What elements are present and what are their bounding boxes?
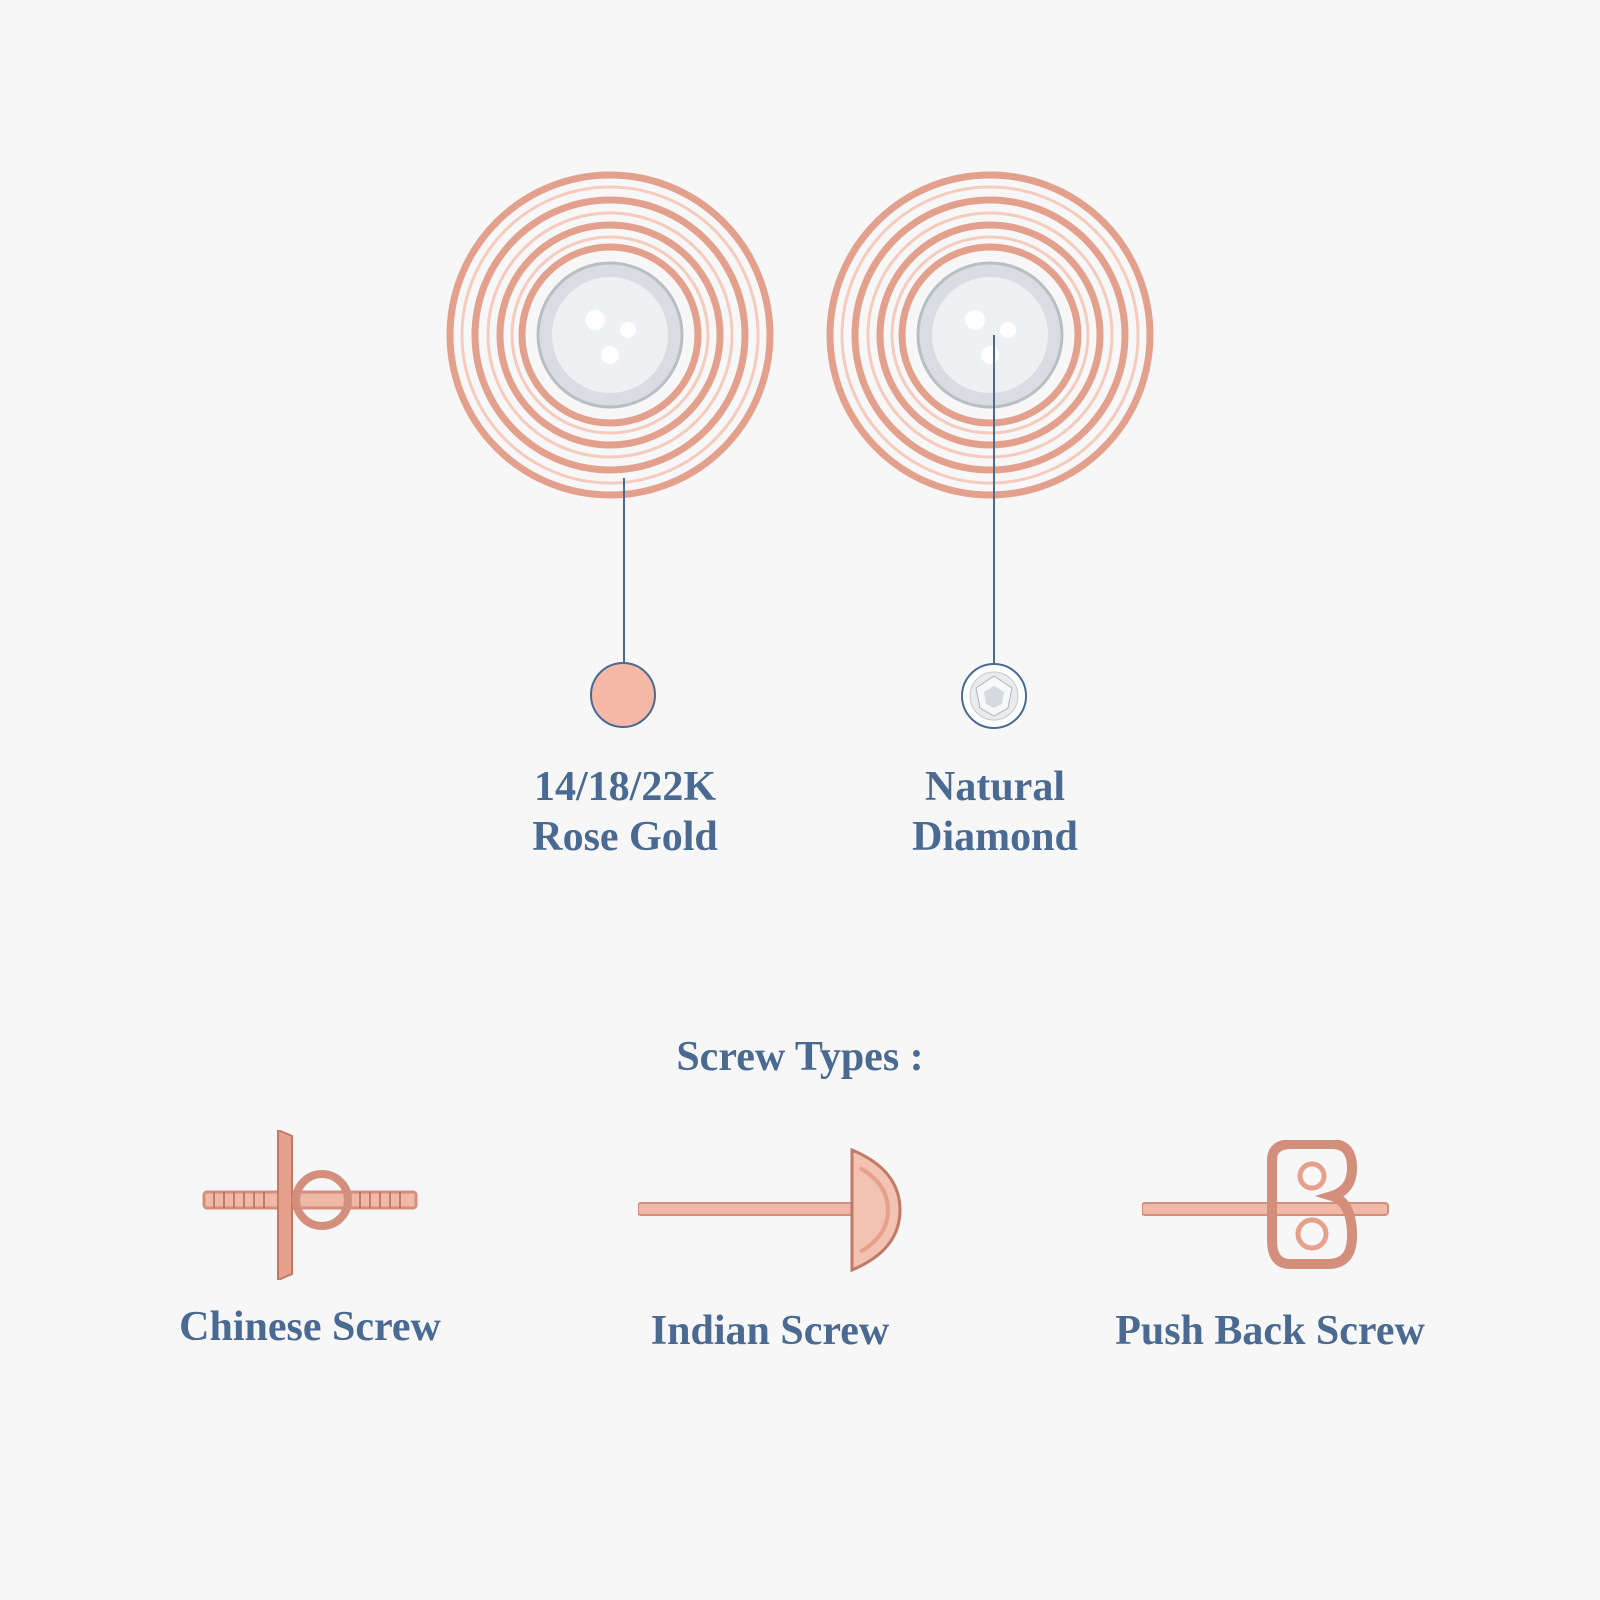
diamond-icon (960, 662, 1028, 730)
screw-types-title: Screw Types : (676, 1034, 924, 1080)
screw-label-chinese: Chinese Screw (179, 1304, 441, 1350)
chinese-screw-icon (200, 1130, 420, 1280)
earring-right (820, 165, 1160, 505)
screw-label-indian: Indian Screw (650, 1308, 890, 1354)
material-diamond-line1: Natural (925, 764, 1065, 810)
material-label-gold: 14/18/22K Rose Gold (490, 762, 760, 862)
leader-line-diamond (993, 335, 995, 663)
material-diamond-line2: Diamond (912, 814, 1078, 860)
material-gold-line1: 14/18/22K (533, 764, 716, 810)
indian-screw-icon (638, 1140, 908, 1280)
rose-gold-swatch-icon (590, 662, 656, 728)
leader-line-gold (623, 478, 625, 663)
screw-label-push-back: Push Back Screw (1115, 1308, 1425, 1354)
material-gold-line2: Rose Gold (532, 814, 718, 860)
material-label-diamond: Natural Diamond (860, 762, 1130, 862)
flower-earring-left-icon (446, 171, 774, 499)
push-back-screw-icon (1142, 1140, 1392, 1280)
earring-left (440, 165, 780, 505)
flower-earring-right-icon (826, 171, 1154, 499)
